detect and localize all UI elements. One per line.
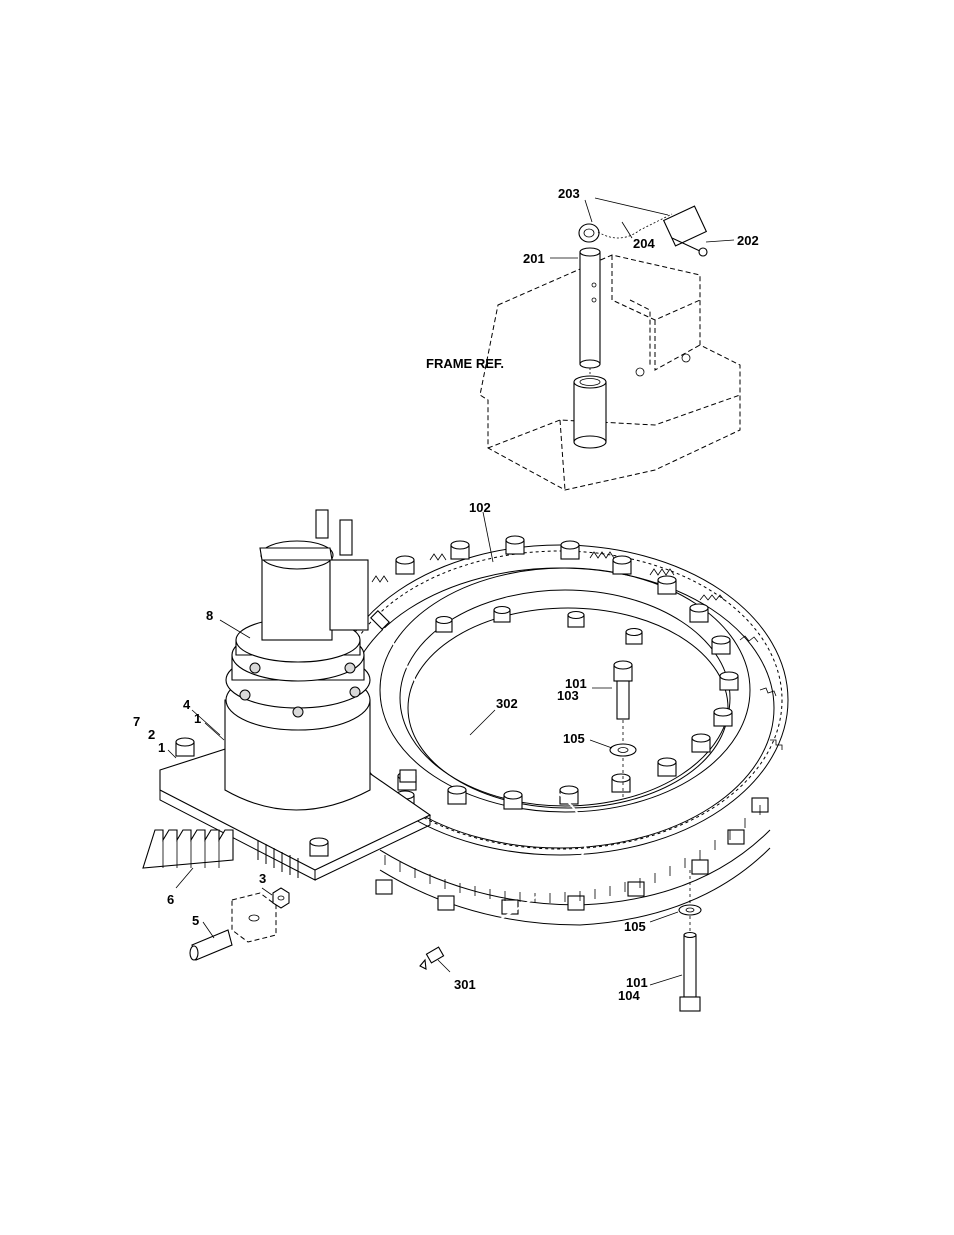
label-1b: 1 <box>158 740 165 755</box>
label-101b: 101 <box>626 975 648 990</box>
label-301: 301 <box>454 977 476 992</box>
leader-lines <box>167 197 735 986</box>
label-204: 204 <box>633 236 655 251</box>
nut-3 <box>272 887 290 909</box>
swing-drive <box>159 509 432 881</box>
label-3: 3 <box>259 871 266 886</box>
label-frame-ref: FRAME REF. <box>426 356 504 371</box>
label-202: 202 <box>737 233 759 248</box>
bolt-upper <box>609 660 637 800</box>
turntable-bearing <box>331 535 789 926</box>
ring-bolts <box>395 535 739 810</box>
label-8: 8 <box>206 608 213 623</box>
block-and-pin-5 <box>189 892 277 961</box>
label-302: 302 <box>496 696 518 711</box>
label-6: 6 <box>167 892 174 907</box>
pin-assembly <box>573 205 708 449</box>
label-5: 5 <box>192 913 199 928</box>
label-103: 103 <box>557 688 579 703</box>
label-2: 2 <box>148 727 155 742</box>
bolt-lower <box>678 870 702 1012</box>
label-201: 201 <box>523 251 545 266</box>
label-203: 203 <box>558 186 580 201</box>
lower-bolts <box>375 797 769 915</box>
label-104: 104 <box>618 988 640 1003</box>
inner-bolts <box>435 605 643 645</box>
label-101a: 101 <box>565 676 587 691</box>
label-1a: 1 <box>194 711 201 726</box>
gear-segment <box>142 829 234 869</box>
label-102: 102 <box>469 500 491 515</box>
label-4: 4 <box>183 697 191 712</box>
hose-assembly <box>370 610 588 970</box>
label-7: 7 <box>133 714 140 729</box>
callout-labels: FRAME REF. 203 202 204 201 102 8 4 1 7 2… <box>133 186 759 1003</box>
label-105a: 105 <box>563 731 585 746</box>
frame-reference <box>479 254 741 491</box>
label-105b: 105 <box>624 919 646 934</box>
